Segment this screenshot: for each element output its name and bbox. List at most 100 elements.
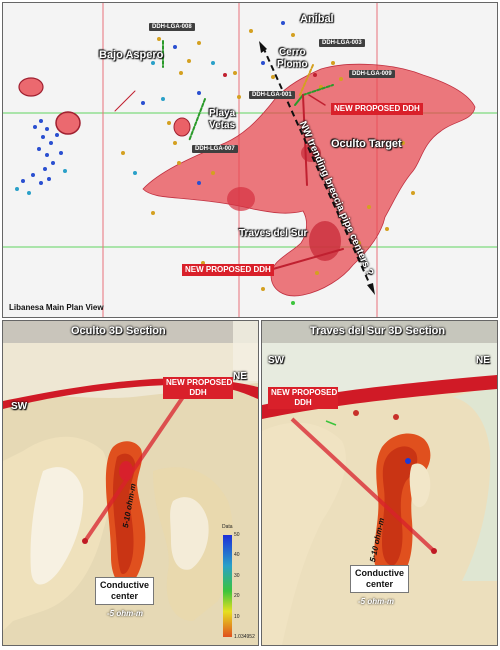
sample-point (249, 29, 253, 33)
drill-traces (114, 40, 344, 270)
sample-point (367, 205, 371, 209)
traves-proposed-ddh-trace (290, 417, 436, 553)
sample-point (281, 21, 285, 25)
traves-section-panel: Traves del Sur 3D Section SW NE NEW PROP… (261, 320, 498, 646)
drillhole-label-lga007: DDH-LGA-007 (192, 145, 238, 153)
sample-point (331, 61, 335, 65)
sample-point (47, 177, 51, 181)
sample-point (27, 191, 31, 195)
sample-point (179, 71, 183, 75)
sample-point (173, 45, 177, 49)
label-traves-del-sur: Traves del Sur (239, 228, 308, 239)
oculto-proposed-ddh-trace (83, 395, 185, 543)
conductive-body-lobe (227, 187, 255, 211)
label-anibal: Anibal (300, 13, 334, 25)
oculto-ne-label: NE (233, 371, 247, 382)
oculto-conductive-center-box: Conductive center (95, 577, 155, 605)
oculto-legend-title: Data (222, 524, 233, 530)
drillhole-label-lga009: DDH-LGA-009 (349, 70, 395, 78)
sample-point (237, 95, 241, 99)
drillhole-label-lga008: DDH-LGA-008 (149, 23, 195, 31)
label-bajo-aspero: Bajo Aspero (99, 49, 164, 61)
new-proposed-ddh-tag-1: NEW PROPOSED DDH (331, 103, 423, 115)
label-playa-vetas: Playa Vetas (209, 108, 236, 131)
sample-point (121, 151, 125, 155)
conductive-body-small (173, 117, 191, 137)
oculto-legend-bar (223, 535, 232, 637)
legend-tick-label: 10 (234, 613, 240, 620)
sample-point (21, 179, 25, 183)
sample-point (339, 77, 343, 81)
sample-point (161, 97, 165, 101)
sample-point (41, 135, 45, 139)
sample-point (313, 73, 317, 77)
sample-point (411, 191, 415, 195)
traves-new-proposed-ddh-tag: NEW PROPOSED DDH (268, 387, 338, 409)
plan-view-panel: Anibal Bajo Aspero Cerro Plomo Playa Vet… (2, 2, 498, 318)
sample-point (37, 147, 41, 151)
sample-point (151, 61, 155, 65)
label-cerro-plomo: Cerro Plomo (277, 47, 308, 70)
legend-tick-label: 1.034952 (234, 634, 255, 640)
oculto-section-panel: Oculto 3D Section SW NE NEW PROPOSED DDH… (2, 320, 259, 646)
sample-point (197, 181, 201, 185)
sample-point (39, 119, 43, 123)
sample-point (141, 101, 145, 105)
sample-point (49, 141, 53, 145)
sample-point (211, 61, 215, 65)
traves-conductive-center-box: Conductive center (350, 565, 410, 593)
sample-point (151, 211, 155, 215)
sample-point (133, 171, 137, 175)
trend-arrow-line (262, 46, 372, 288)
oculto-section-title: Oculto 3D Section (71, 325, 166, 337)
sample-point (167, 121, 171, 125)
plan-view-caption: Libanesa Main Plan View (9, 303, 104, 312)
sample-point (261, 287, 265, 291)
sample-point (33, 125, 37, 129)
sample-point (15, 187, 19, 191)
sample-point (233, 71, 237, 75)
sample-point (59, 151, 63, 155)
sample-point (45, 153, 49, 157)
sample-point (173, 141, 177, 145)
oculto-section-view (3, 321, 258, 645)
sample-point (315, 271, 319, 275)
sample-point (223, 73, 227, 77)
sample-point (45, 127, 49, 131)
sample-point (225, 111, 229, 115)
legend-tick-label: 20 (234, 593, 240, 600)
sample-point (39, 181, 43, 185)
sample-point (385, 227, 389, 231)
sample-point (357, 241, 361, 245)
sample-point (197, 91, 201, 95)
sample-point (271, 75, 275, 79)
oculto-sw-label: SW (11, 401, 28, 412)
conductive-body-small (18, 77, 44, 97)
sample-point (55, 133, 59, 137)
sample-point (291, 301, 295, 305)
sample-point (291, 33, 295, 37)
conductive-body-small (55, 111, 81, 135)
drillhole-label-lga001: DDH-LGA-001 (249, 91, 295, 99)
traves-section-title: Traves del Sur 3D Section (310, 325, 446, 337)
drillhole-label-lga003: DDH-LGA-003 (319, 39, 365, 47)
sample-point (197, 41, 201, 45)
trend-arrow-head-se (367, 283, 375, 295)
sample-point (261, 61, 265, 65)
conductive-body-main (142, 63, 476, 297)
new-proposed-ddh-tag-2: NEW PROPOSED DDH (182, 264, 274, 276)
oculto-ohm-low-label: -5 ohm-m (107, 609, 143, 618)
traves-sw-label: SW (268, 355, 285, 366)
traves-ohm-low-label: -5 ohm-m (358, 597, 394, 606)
trend-arrow-head-nw (259, 41, 267, 53)
traves-ne-label: NE (476, 355, 490, 366)
sample-point (187, 59, 191, 63)
sample-point (31, 173, 35, 177)
sample-point (157, 37, 161, 41)
sample-point (211, 171, 215, 175)
label-oculto-target: Oculto Target (331, 138, 402, 150)
sample-point (401, 141, 405, 145)
legend-tick-label: 50 (234, 532, 240, 538)
sample-point (63, 169, 67, 173)
